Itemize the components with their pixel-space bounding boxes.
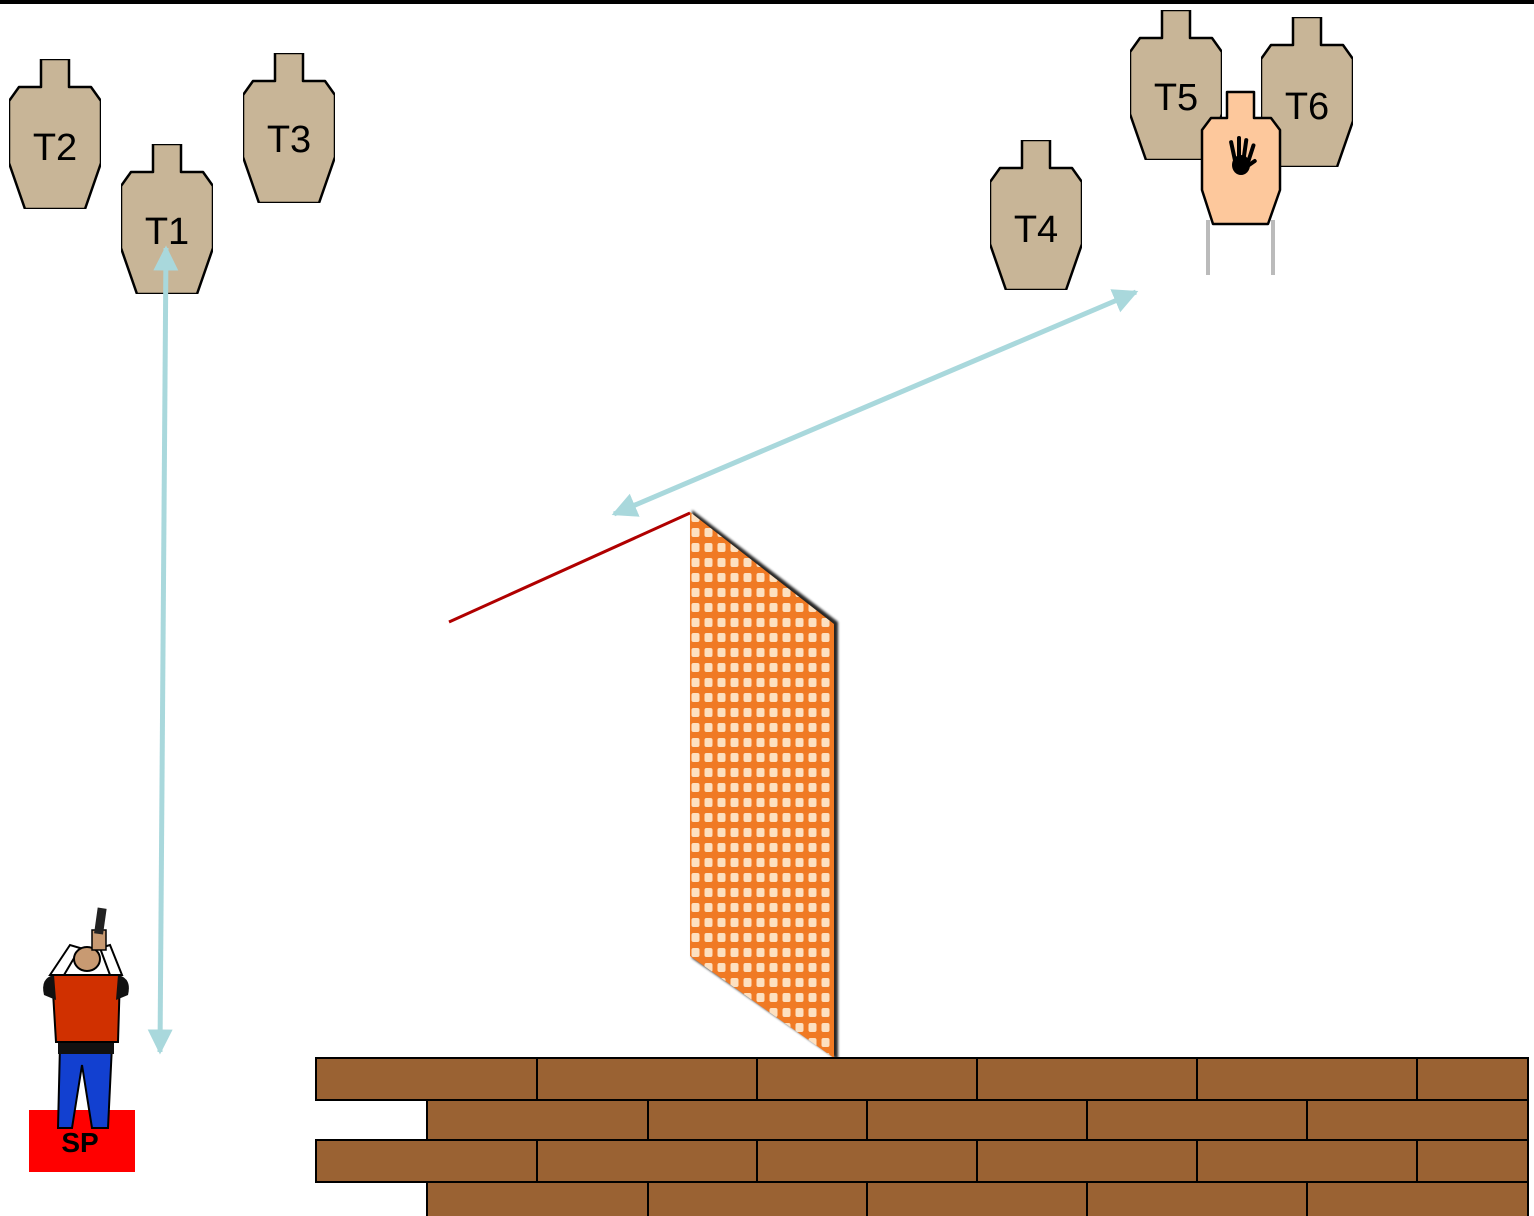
start-position-label: SP — [61, 1127, 98, 1158]
target-label: T5 — [1154, 77, 1198, 119]
target-t5: T5 — [1130, 10, 1222, 160]
target-label: T3 — [267, 119, 311, 161]
hand-icon — [1229, 136, 1257, 175]
distance-arrow-t1 — [147, 245, 179, 1055]
target-label: T6 — [1285, 86, 1329, 128]
fault-line — [448, 511, 691, 624]
distance-arrow-t4 — [611, 289, 1139, 517]
target-label: T4 — [1014, 209, 1058, 251]
shooter-figure — [43, 907, 129, 1129]
start-position — [29, 1110, 135, 1172]
brick-wall — [315, 1057, 1529, 1216]
target-t3: T3 — [243, 53, 335, 203]
no-shoot-target — [1200, 90, 1282, 275]
target-label: T2 — [33, 127, 77, 169]
target-t4: T4 — [990, 140, 1082, 290]
mesh-wall — [690, 510, 838, 1060]
target-t6: T6 — [1261, 17, 1353, 167]
target-t2: T2 — [9, 59, 101, 209]
target-label: T1 — [145, 211, 189, 253]
